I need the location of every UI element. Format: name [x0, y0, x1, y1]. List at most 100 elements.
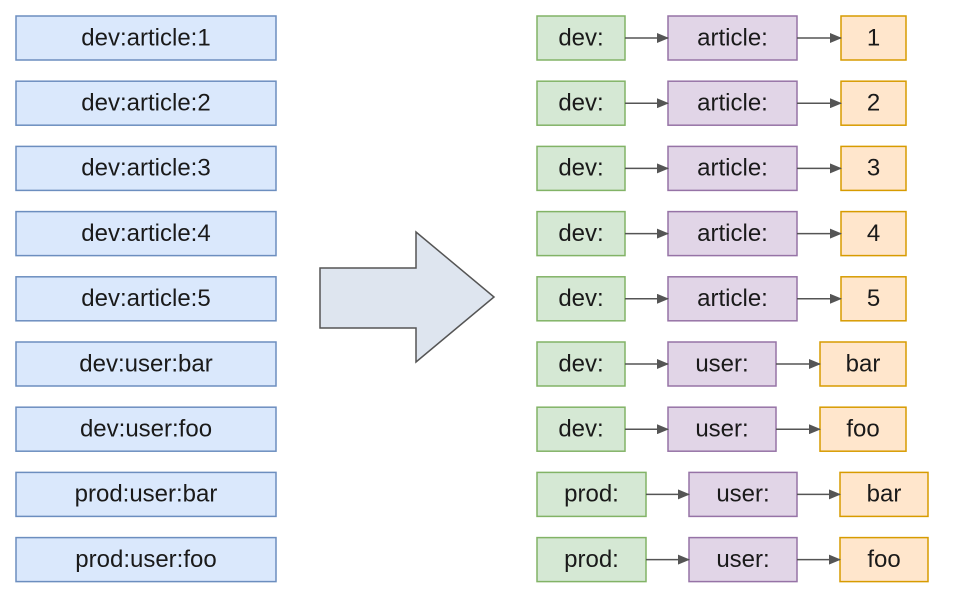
tree-row-7: dev: user: foo	[536, 406, 907, 452]
tree-9-node-2-box	[688, 536, 798, 583]
tree-5-node-2-box	[667, 276, 798, 322]
tree-row-5: dev: article: 5	[536, 276, 907, 322]
tree-7-node-2: user:	[667, 406, 777, 452]
tree-5-node-3: 5	[840, 276, 907, 322]
flat-key-6: dev:user:bar	[15, 341, 277, 387]
flat-key-9-box	[15, 536, 277, 583]
tree-6-node-1-box	[536, 341, 626, 387]
tree-8-node-1-label: prod:	[564, 481, 619, 508]
flat-key-7-label: dev:user:foo	[80, 416, 212, 443]
flat-key-8: prod:user:bar	[15, 471, 277, 518]
tree-7-node-3-label: foo	[846, 416, 879, 443]
tree-1-node-2: article:	[667, 15, 798, 61]
tree-5-node-2: article:	[667, 276, 798, 322]
tree-5-node-1-box	[536, 276, 626, 322]
tree-9-node-3: foo	[839, 536, 929, 583]
flat-key-1-label: dev:article:1	[81, 24, 210, 51]
tree-6-node-1: dev:	[536, 341, 626, 387]
tree-6-node-2: user:	[667, 341, 777, 387]
tree-3-node-3: 3	[840, 145, 907, 192]
tree-6-node-3-label: bar	[846, 350, 881, 377]
flat-key-6-box	[15, 341, 277, 387]
flat-key-3-label: dev:article:3	[81, 155, 210, 182]
tree-4-node-3-label: 4	[867, 220, 880, 247]
tree-6-node-3: bar	[819, 341, 907, 387]
tree-6-node-3-box	[819, 341, 907, 387]
flat-key-8-label: prod:user:bar	[75, 481, 218, 508]
tree-9-node-1: prod:	[536, 536, 647, 583]
tree-1-node-3: 1	[840, 15, 907, 61]
tree-row-8: prod: user: bar	[536, 471, 929, 518]
tree-9-node-1-box	[536, 536, 647, 583]
tree-8-node-2-box	[688, 471, 798, 518]
tree-5-node-1-label: dev:	[558, 285, 603, 312]
tree-8-node-3-label: bar	[867, 481, 902, 508]
tree-2-node-1-label: dev:	[558, 90, 603, 117]
tree-row-4: dev: article: 4	[536, 210, 907, 257]
flat-key-4: dev:article:4	[15, 210, 277, 257]
tree-4-node-1-label: dev:	[558, 220, 603, 247]
tree-9-node-2: user:	[688, 536, 798, 583]
tree-1-node-3-box	[840, 15, 907, 61]
tree-9-node-3-label: foo	[867, 546, 900, 573]
flat-key-7: dev:user:foo	[15, 406, 277, 452]
flat-key-4-box	[15, 210, 277, 257]
tree-7-node-1: dev:	[536, 406, 626, 452]
tree-3-node-2: article:	[667, 145, 798, 192]
tree-1-node-1-label: dev:	[558, 24, 603, 51]
tree-7-node-1-label: dev:	[558, 416, 603, 443]
flat-key-1: dev:article:1	[15, 15, 277, 61]
tree-8-node-3-box	[839, 471, 929, 518]
tree-6-node-2-label: user:	[695, 350, 748, 377]
tree-row-9: prod: user: foo	[536, 536, 929, 583]
tree-row-2: dev: article: 2	[536, 80, 907, 126]
tree-3-node-3-box	[840, 145, 907, 192]
flat-key-9: prod:user:foo	[15, 536, 277, 583]
tree-9-node-2-label: user:	[716, 546, 769, 573]
tree-1-node-2-label: article:	[697, 24, 768, 51]
tree-7-node-2-box	[667, 406, 777, 452]
tree-8-node-3: bar	[839, 471, 929, 518]
tree-4-node-2: article:	[667, 210, 798, 257]
flat-key-5: dev:article:5	[15, 276, 277, 322]
flat-key-1-box	[15, 15, 277, 61]
tree-4-node-2-label: article:	[697, 220, 768, 247]
tree-5-node-2-label: article:	[697, 285, 768, 312]
tree-2-node-2-label: article:	[697, 90, 768, 117]
flat-key-3: dev:article:3	[15, 145, 277, 192]
tree-5-node-3-label: 5	[867, 285, 880, 312]
tree-2-node-1: dev:	[536, 80, 626, 126]
key-hierarchy-list: dev: article: 1 dev: article: 2 dev: article: 3 d…	[536, 15, 929, 583]
tree-7-node-2-label: user:	[695, 416, 748, 443]
tree-1-node-1: dev:	[536, 15, 626, 61]
tree-8-node-2: user:	[688, 471, 798, 518]
tree-2-node-3-box	[840, 80, 907, 126]
flat-key-5-label: dev:article:5	[81, 285, 210, 312]
tree-row-1: dev: article: 1	[536, 15, 907, 61]
tree-6-node-2-box	[667, 341, 777, 387]
flat-key-2-box	[15, 80, 277, 126]
tree-8-node-1-box	[536, 471, 647, 518]
tree-1-node-3-label: 1	[867, 24, 880, 51]
flat-key-list: dev:article:1 dev:article:2 dev:article:3 d…	[15, 15, 277, 583]
transform-arrow	[319, 230, 496, 364]
tree-7-node-3: foo	[819, 406, 907, 452]
tree-8-node-2-label: user:	[716, 481, 769, 508]
tree-2-node-2-box	[667, 80, 798, 126]
tree-1-node-1-box	[536, 15, 626, 61]
tree-6-node-1-label: dev:	[558, 350, 603, 377]
tree-4-node-3: 4	[840, 210, 907, 257]
flat-key-2-label: dev:article:2	[81, 90, 210, 117]
tree-3-node-2-label: article:	[697, 155, 768, 182]
tree-9-node-1-label: prod:	[564, 546, 619, 573]
tree-2-node-3: 2	[840, 80, 907, 126]
tree-4-node-3-box	[840, 210, 907, 257]
tree-row-6: dev: user: bar	[536, 341, 907, 387]
tree-5-node-1: dev:	[536, 276, 626, 322]
tree-3-node-1-label: dev:	[558, 155, 603, 182]
flat-key-6-label: dev:user:bar	[79, 350, 212, 377]
flat-key-4-label: dev:article:4	[81, 220, 210, 247]
tree-3-node-3-label: 3	[867, 155, 880, 182]
tree-3-node-1: dev:	[536, 145, 626, 192]
